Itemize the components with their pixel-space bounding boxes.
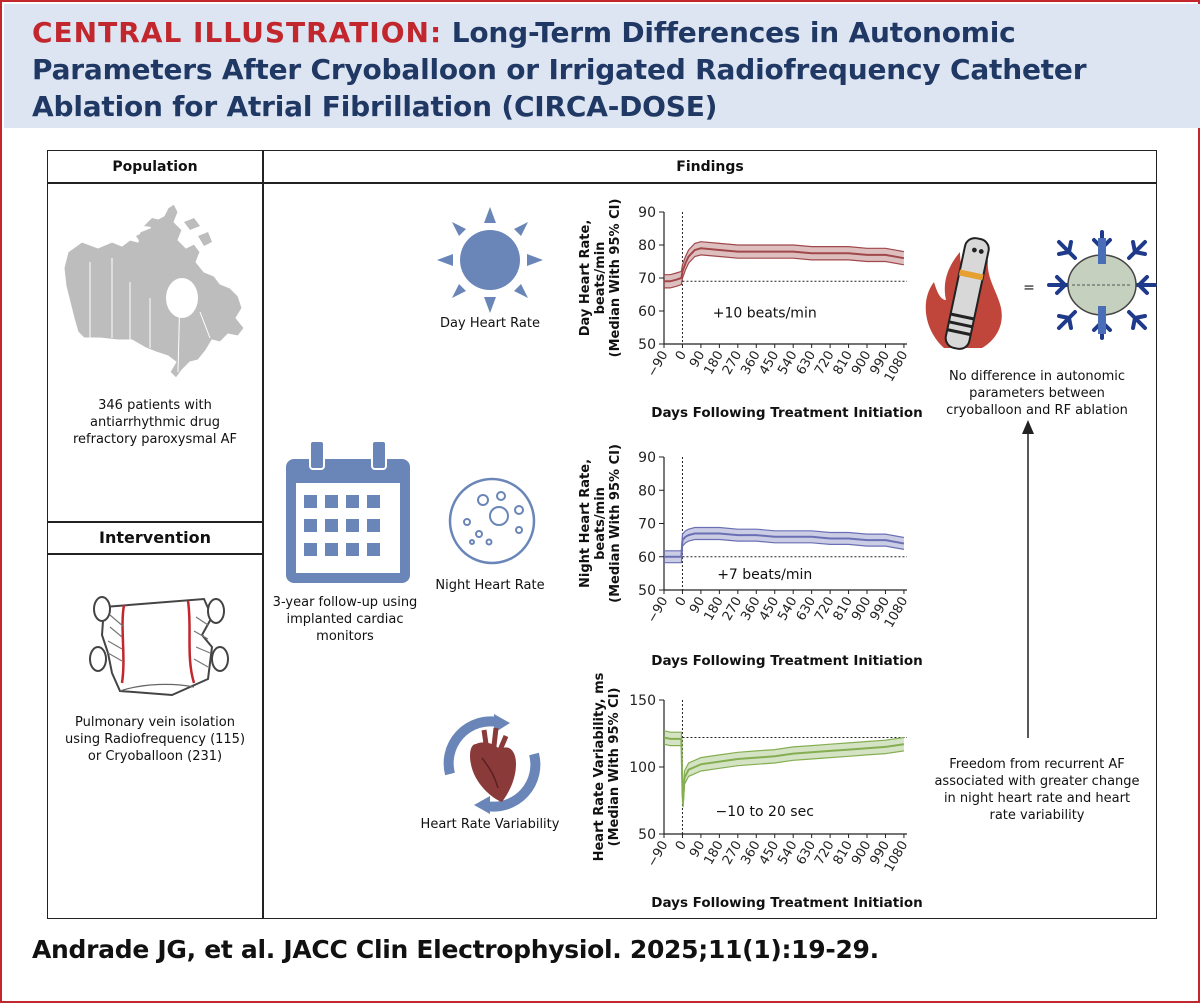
figure-label: CENTRAL ILLUSTRATION: <box>32 16 443 49</box>
figure-title-text: Long-Term Differences in Autonomic Param… <box>32 16 1087 123</box>
y-tick-label: 50 <box>638 337 656 353</box>
confidence-band <box>664 527 904 563</box>
ci-lower-line <box>664 254 905 289</box>
header-row-divider <box>47 182 1157 184</box>
citation: Andrade JG, et al. JACC Clin Electrophys… <box>32 935 879 964</box>
change-annotation: +7 beats/min <box>717 567 812 583</box>
night-heart-rate-label: Night Heart Rate <box>435 578 545 593</box>
y-tick-label: 100 <box>629 760 656 776</box>
freedom-text: Freedom from recurrent AF associated wit… <box>934 757 1140 823</box>
ci-lower-line <box>664 538 905 564</box>
x-tick-label: 90 <box>687 595 708 617</box>
intervention-top-divider <box>47 521 263 523</box>
findings-heading: Findings <box>676 159 744 175</box>
ci-upper-line <box>664 241 905 276</box>
y-axis-label: (Median With 95% CI) <box>608 199 623 358</box>
y-axis-label: beats/min <box>593 487 608 560</box>
median-line <box>664 247 905 283</box>
x-tick-label: 90 <box>687 839 708 861</box>
y-tick-label: 70 <box>638 517 656 533</box>
y-axis-label: Heart Rate Variability, ms <box>592 672 607 861</box>
x-tick-label: −90 <box>645 349 672 380</box>
y-tick-label: 50 <box>638 583 656 599</box>
change-annotation: +10 beats/min <box>713 305 817 321</box>
intervention-heading: Intervention <box>99 528 211 547</box>
population-text: 346 patients with antiarrhythmic drug re… <box>72 398 238 447</box>
x-axis-label: Days Following Treatment Initiation <box>651 653 923 669</box>
y-axis-label: (Median With 95% CI) <box>608 444 623 603</box>
y-axis-label: beats/min <box>593 242 608 315</box>
findings-table <box>47 150 1157 919</box>
y-tick-label: 80 <box>638 483 656 499</box>
median-line <box>664 532 905 558</box>
intervention-text: Pulmonary vein isolation using Radiofreq… <box>64 715 246 764</box>
y-tick-label: 70 <box>638 271 656 287</box>
x-axis-label: Days Following Treatment Initiation <box>651 405 923 421</box>
day-heart-rate-label: Day Heart Rate <box>440 316 540 331</box>
x-tick-label: −90 <box>645 839 672 870</box>
y-axis-label: Night Heart Rate, <box>578 459 593 588</box>
hrv-label: Heart Rate Variability <box>420 817 560 832</box>
atrium-icon <box>89 596 229 697</box>
calendar-icon <box>286 440 410 583</box>
change-annotation: −10 to 20 sec <box>716 804 814 820</box>
population-heading: Population <box>112 159 198 175</box>
y-tick-label: 60 <box>638 304 656 320</box>
column-divider <box>262 150 264 919</box>
followup-text: 3-year follow-up using implanted cardiac… <box>272 595 418 644</box>
y-tick-label: 150 <box>629 693 656 709</box>
cryoballoon-icon <box>1047 230 1157 340</box>
moon-icon <box>448 477 536 565</box>
x-axis-label: Days Following Treatment Initiation <box>651 895 923 911</box>
heart-cycle-icon <box>443 714 541 814</box>
confidence-band <box>664 730 904 808</box>
y-axis-label: (Median With 95% CI) <box>607 688 622 847</box>
y-tick-label: 80 <box>638 238 656 254</box>
y-tick-label: 50 <box>638 827 656 843</box>
canada-map-icon <box>63 203 245 379</box>
sun-icon <box>437 207 543 313</box>
header-band <box>4 4 1200 128</box>
figure-title: CENTRAL ILLUSTRATION: Long-Term Differen… <box>32 14 1182 125</box>
x-tick-label: −90 <box>645 595 672 626</box>
equal-sign: = <box>1023 280 1035 296</box>
up-arrow-icon <box>1022 420 1034 738</box>
x-tick-label: 90 <box>687 349 708 371</box>
y-tick-label: 60 <box>638 550 656 566</box>
median-line <box>663 736 905 801</box>
no-difference-text: No difference in autonomic parameters be… <box>946 369 1128 418</box>
rf-catheter-icon <box>925 237 1002 350</box>
y-tick-label: 90 <box>638 205 656 221</box>
y-axis-label: Day Heart Rate, <box>578 220 593 337</box>
intervention-heading-divider <box>47 553 263 555</box>
y-tick-label: 90 <box>638 450 656 466</box>
